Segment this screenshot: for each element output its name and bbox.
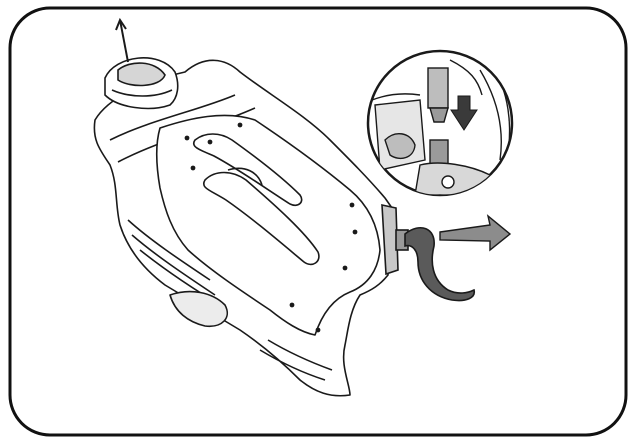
detail-inset xyxy=(368,51,512,195)
